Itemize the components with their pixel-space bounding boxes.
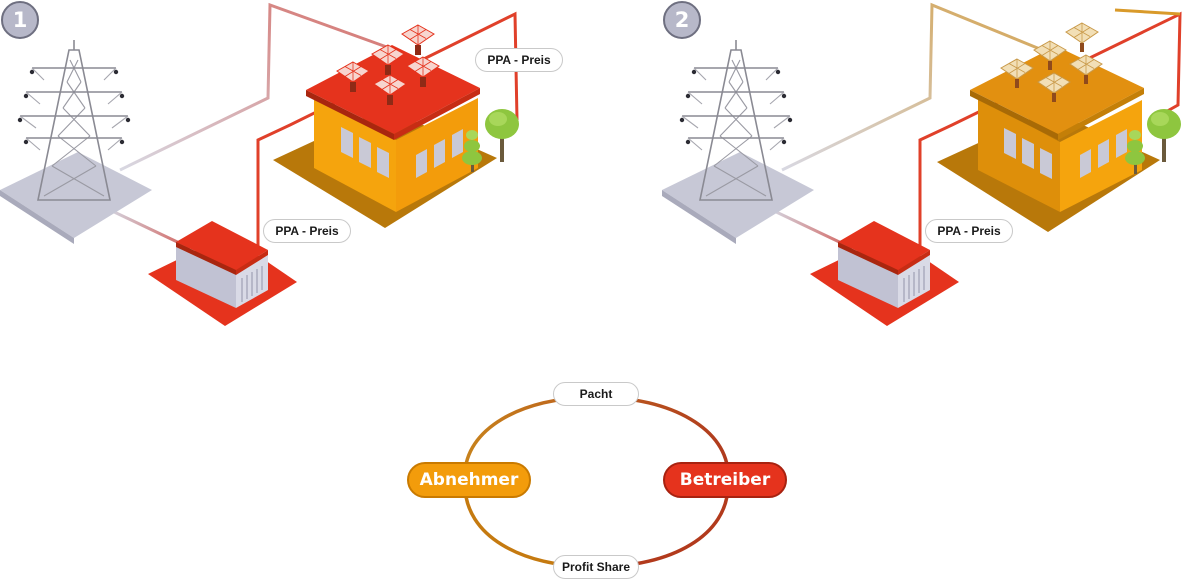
power-line-grid-to-rooftop <box>119 2 396 172</box>
power-line-grid-to-rooftop <box>781 2 1063 172</box>
transformer-box-left <box>176 246 236 308</box>
cycle-diagram <box>463 395 730 569</box>
tree-icons <box>1125 109 1181 174</box>
cycle-arc-top <box>463 395 730 476</box>
transformer-roof <box>838 221 930 270</box>
scene-2 <box>662 2 1182 326</box>
building-windows <box>1004 128 1127 179</box>
transformer-roof <box>176 221 268 270</box>
building-wall-left <box>978 98 1060 212</box>
transformer-box-left <box>838 246 898 308</box>
tree-icons <box>462 109 519 172</box>
grid-pad <box>662 152 814 238</box>
scene-1 <box>0 2 519 326</box>
building-windows <box>341 127 463 178</box>
building-wall-left <box>314 96 396 212</box>
grid-pad <box>0 152 152 238</box>
cycle-arc-bottom-left <box>463 484 597 569</box>
cycle-arc-bottom-right <box>595 484 730 569</box>
